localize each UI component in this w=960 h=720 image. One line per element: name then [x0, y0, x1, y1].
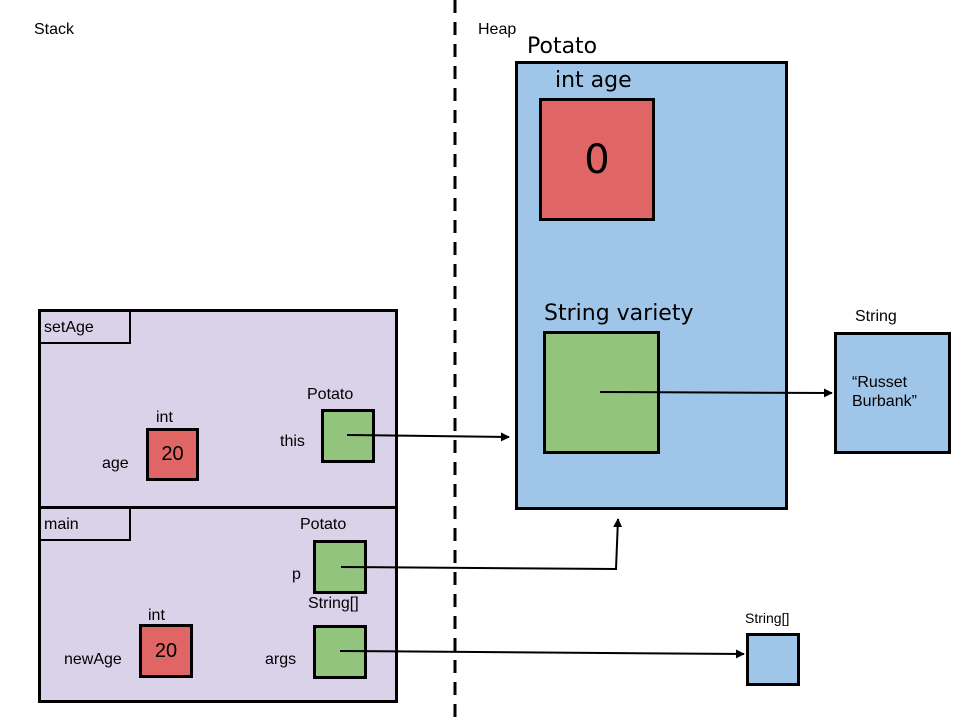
- int-age-field-box: 0: [539, 98, 655, 221]
- string-object: “Russet Burbank”: [834, 332, 951, 454]
- variety-to-string-arrow: [599, 388, 833, 398]
- newage-value-box: 20: [139, 624, 193, 678]
- int-age-field-value: 0: [584, 136, 610, 183]
- p-to-potato-arrow: [340, 518, 623, 571]
- frame-name-tab: setAge: [41, 312, 131, 344]
- p-name-label: p: [292, 566, 301, 583]
- p-type-label: Potato: [300, 516, 347, 533]
- args-to-string-array-arrow: [339, 649, 745, 659]
- this-type-label: Potato: [307, 386, 354, 403]
- age-type-label: int: [156, 409, 173, 426]
- newage-value: 20: [154, 639, 178, 662]
- newage-type-label: int: [148, 607, 165, 624]
- age-name-label: age: [102, 455, 129, 472]
- string-object-value: “Russet Burbank”: [852, 374, 917, 410]
- args-name-label: args: [265, 651, 297, 668]
- age-value-box: 20: [146, 428, 199, 481]
- args-type-label: String[]: [308, 595, 359, 612]
- stack-heap-divider: [453, 0, 457, 720]
- heap-label: Heap: [478, 21, 517, 38]
- string-object-title: String: [855, 308, 897, 325]
- stack-label: Stack: [34, 21, 75, 38]
- string-array-object-title: String[]: [745, 610, 790, 626]
- potato-object-title: Potato: [527, 34, 598, 59]
- this-name-label: this: [280, 433, 305, 450]
- string-variety-field-label: String variety: [544, 301, 694, 326]
- int-age-field-label: int age: [555, 68, 632, 93]
- newage-name-label: newAge: [64, 651, 122, 668]
- age-value: 20: [161, 443, 184, 465]
- string-array-object: [746, 633, 800, 686]
- frame-name-tab: main: [41, 509, 131, 541]
- this-to-potato-arrow: [346, 432, 510, 442]
